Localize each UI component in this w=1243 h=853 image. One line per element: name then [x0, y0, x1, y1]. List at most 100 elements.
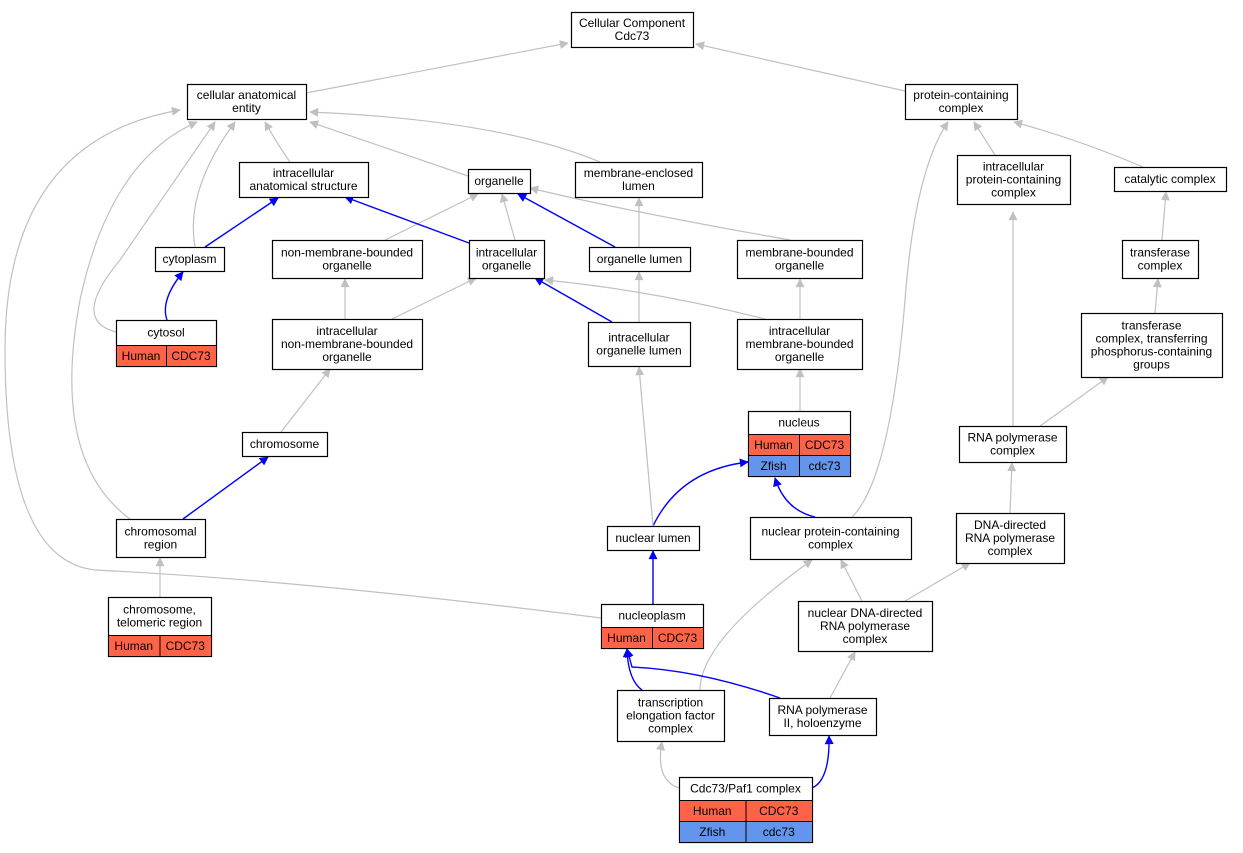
- node-label-line: intracellular: [983, 160, 1044, 174]
- zfish-gene-label: cdc73: [763, 825, 795, 839]
- node-box: [797, 600, 934, 653]
- node-label-line: organelle: [322, 259, 372, 273]
- edge-pcc-to-root: [695, 41, 906, 92]
- node-label-line: complex, transferring: [1095, 332, 1207, 346]
- node-box: [736, 318, 864, 371]
- node-label-line: catalytic complex: [1124, 172, 1215, 186]
- edge-tefc-to-npcc: [699, 559, 813, 691]
- node-organelle[interactable]: organelle: [467, 168, 532, 195]
- node-label-line: anatomical structure: [249, 179, 357, 193]
- edge-nlumen-to-nucleus: [652, 458, 749, 527]
- node-label-line: nuclear lumen: [615, 531, 690, 545]
- node-label-line: transferase: [1130, 246, 1190, 260]
- human-cell: [159, 635, 212, 657]
- node-label-line: organelle: [775, 350, 825, 364]
- edge-npcc-to-nucleus: [773, 477, 816, 518]
- edge-mel-to-cae: [309, 107, 601, 163]
- edge-npcc-to-pcc: [851, 121, 949, 518]
- node-label-line: complex: [1138, 259, 1183, 273]
- node-label-line: organelle lumen: [596, 344, 681, 358]
- edge-mbo-to-organelle: [529, 185, 791, 241]
- edge-io-to-ias: [344, 195, 470, 244]
- node-cytoplasm[interactable]: cytoplasm: [154, 246, 226, 273]
- node-box: [115, 518, 207, 559]
- node-box: [588, 246, 692, 273]
- node-label-line: complex: [988, 544, 1033, 558]
- edge-organelle-to-cae: [309, 120, 469, 177]
- human-gene-label: CDC73: [759, 804, 799, 818]
- node-label-line: complex: [648, 722, 693, 736]
- edge-paf1-to-tefc: [656, 741, 680, 789]
- edge-io-to-organelle: [499, 193, 516, 241]
- node-box: [271, 318, 424, 371]
- node-label-line: complex: [990, 444, 1035, 458]
- human-species-label: Human: [754, 438, 793, 452]
- zfish-species-label: Zfish: [760, 459, 786, 473]
- zfish-gene-label: cdc73: [808, 459, 840, 473]
- edge-tfpcx-to-tfcx: [1152, 278, 1162, 314]
- node-box: [574, 161, 704, 199]
- human-gene-label: CDC73: [805, 438, 845, 452]
- node-nlumen[interactable]: nuclear lumen: [606, 525, 701, 552]
- edge-tfcx-to-catcx: [1160, 191, 1170, 241]
- node-label-line: cytosol: [147, 326, 184, 340]
- node-label-line: RNA polymerase: [967, 431, 1057, 445]
- edge-chrreg-to-cae: [71, 121, 198, 520]
- node-label-line: Cellular Component: [579, 16, 686, 30]
- node-label-line: complex: [939, 101, 984, 115]
- node-chromosome[interactable]: chromosome: [241, 431, 329, 458]
- edge-olumen-to-organelle: [517, 193, 616, 248]
- node-label-line: cellular anatomical: [197, 88, 296, 102]
- zfish-cell: [745, 821, 813, 843]
- node-box: [271, 239, 424, 280]
- node-label-line: nuclear protein-containing: [761, 525, 899, 539]
- node-label-line: Cdc73/Paf1 complex: [690, 782, 801, 796]
- node-box: [606, 525, 701, 552]
- node-label-line: organelle: [482, 259, 532, 273]
- edge-paf1-to-rnap2: [811, 735, 834, 789]
- node-box: [587, 321, 692, 368]
- node-label-line: DNA-directed: [974, 518, 1046, 532]
- node-label-line: intracellular: [769, 324, 830, 338]
- node-olumen[interactable]: organelle lumen: [588, 246, 692, 273]
- edge-ias-to-cae: [264, 121, 291, 163]
- human-gene-label: CDC73: [171, 349, 211, 363]
- node-catcx[interactable]: catalytic complex: [1113, 166, 1228, 193]
- node-box: [1121, 239, 1200, 280]
- edge-ipcc-to-pcc: [973, 121, 996, 156]
- node-label-line: chromosome,: [123, 603, 196, 617]
- edge-catcx-to-pcc: [1013, 119, 1144, 168]
- human-cell: [652, 627, 704, 649]
- human-species-label: Human: [693, 804, 732, 818]
- human-cell: [166, 345, 217, 367]
- node-label-line: nucleus: [778, 416, 819, 430]
- node-box: [1113, 166, 1228, 193]
- node-inmbo[interactable]: intracellularnon-membrane-boundedorganel…: [271, 318, 424, 371]
- edge-rnap2-to-nddrnap: [829, 651, 856, 699]
